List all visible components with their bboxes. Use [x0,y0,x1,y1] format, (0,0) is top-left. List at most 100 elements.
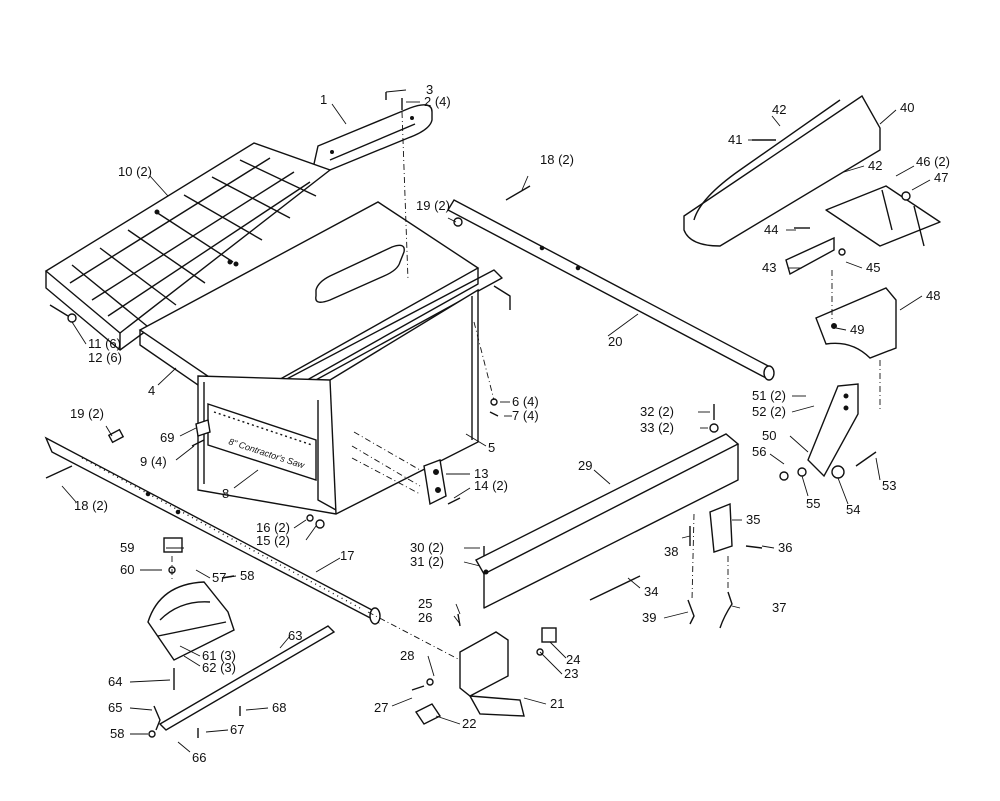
callout-11: 11 (6) [88,336,121,351]
callout-62: 62 (3) [202,660,236,675]
callout-58b: 58 [110,726,124,741]
adjustment-rod [589,575,641,601]
callout-9: 9 (4) [140,454,167,469]
rail-spacer-front [107,428,125,444]
callout-28: 28 [400,648,414,663]
miter-bar [148,625,336,738]
assembly-center-lines [171,111,881,661]
callout-45: 45 [866,260,880,275]
support-bolt [483,404,719,556]
side-bracket [423,459,447,506]
callout-55: 55 [806,496,820,511]
callout-68: 68 [272,700,286,715]
callout-leaders [61,89,931,753]
callout-41: 41 [728,132,742,147]
callout-31: 31 (2) [410,554,444,569]
callout-35: 35 [746,512,760,527]
callout-66: 66 [192,750,206,765]
callout-63: 63 [288,628,302,643]
callout-42a: 42 [772,102,786,117]
callout-33: 33 (2) [640,420,674,435]
callout-64: 64 [108,674,122,689]
callout-52: 52 (2) [752,404,786,419]
small-hardware [191,398,499,529]
callout-23: 23 [564,666,578,681]
callout-12: 12 (6) [88,350,122,365]
callout-30: 30 (2) [410,540,444,555]
miter-gauge [147,581,235,661]
callout-26: 26 [418,610,432,625]
callout-60: 60 [120,562,134,577]
callout-69: 69 [160,430,174,445]
callout-14: 14 (2) [474,478,508,493]
callout-51: 51 (2) [752,388,786,403]
callout-53: 53 [882,478,896,493]
callout-67: 67 [230,722,244,737]
callout-50: 50 [762,428,776,443]
rail-spacer-rear [453,217,463,227]
guard-bracket [785,227,846,276]
callout-7: 7 (4) [512,408,539,423]
rail-bolt-rear [505,185,531,201]
callout-65: 65 [108,700,122,715]
callout-42b: 42 [868,158,882,173]
callout-1: 1 [320,92,327,107]
splitter-support [807,383,859,478]
support-washer [779,465,845,481]
front-rail [44,436,381,625]
callout-61: 61 (3) [202,648,236,663]
callout-59: 59 [120,540,134,555]
callout-18b: 18 (2) [540,152,574,167]
table-insert [313,104,433,173]
callout-3: 3 [426,82,433,97]
clamp-block [709,502,763,553]
rail-bolt-front [45,465,73,479]
callout-21: 21 [550,696,564,711]
callout-8: 8 [222,486,229,501]
callout-17: 17 [340,548,354,563]
callout-labels: 1 2 (4) 3 4 5 6 (4) 7 (4) 8 9 (4) 10 (2)… [70,82,950,765]
callout-54: 54 [846,502,860,517]
callout-38: 38 [664,544,678,559]
splitter [815,287,897,359]
callout-32: 32 (2) [640,404,674,419]
callout-47: 47 [934,170,948,185]
callout-25: 25 [418,596,432,611]
blade-guard [683,94,941,247]
callout-20: 20 [608,334,622,349]
rear-rail [447,199,775,381]
lock-knob [411,685,442,725]
callout-34: 34 [644,584,658,599]
callout-49: 49 [850,322,864,337]
callout-6: 6 (4) [512,394,539,409]
callout-10: 10 (2) [118,164,152,179]
callout-48: 48 [926,288,940,303]
callout-58a: 58 [240,568,254,583]
callout-36: 36 [778,540,792,555]
callout-57: 57 [212,570,226,585]
callout-46: 46 (2) [916,154,950,169]
callout-43: 43 [762,260,776,275]
fence-lock [459,627,557,717]
callout-4: 4 [148,383,155,398]
insert-screw [385,92,403,110]
callout-2: 2 (4) [424,94,451,109]
callout-13: 13 [474,466,488,481]
callout-39: 39 [642,610,656,625]
callout-56: 56 [752,444,766,459]
callout-37: 37 [772,600,786,615]
callout-5: 5 [488,440,495,455]
callout-18a: 18 (2) [74,498,108,513]
callout-16: 16 (2) [256,520,290,535]
support-rod [855,451,877,467]
extension-wing [44,142,332,351]
callout-40: 40 [900,100,914,115]
anti-kickback-pawl [881,189,925,247]
callout-24: 24 [566,652,580,667]
wing-bolt [49,304,77,323]
callout-44: 44 [764,222,778,237]
callout-29: 29 [578,458,592,473]
callout-19a: 19 (2) [70,406,104,421]
callout-15: 15 (2) [256,533,290,548]
